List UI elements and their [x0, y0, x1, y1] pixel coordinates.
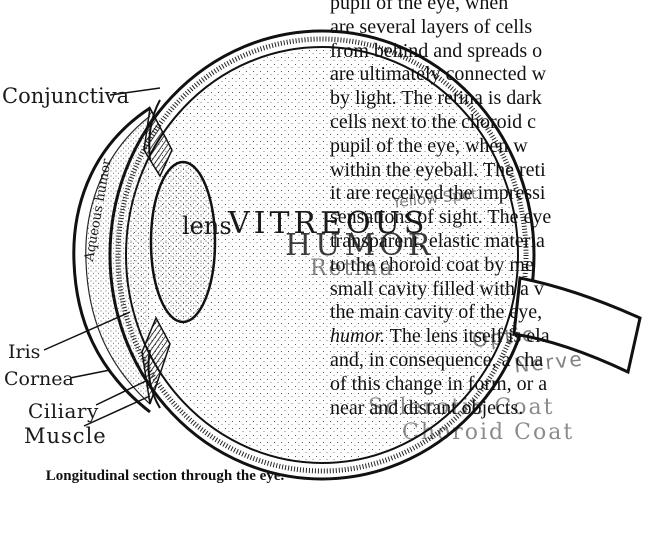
- body-text-line: pupil of the eye, when w: [330, 135, 656, 159]
- body-text-line: are several layers of cells: [330, 16, 656, 40]
- label-iris: Iris: [8, 341, 40, 363]
- body-text-line: cells next to the choroid c: [330, 111, 656, 135]
- lens: [151, 162, 215, 322]
- body-text-line: the main cavity of the eye,: [330, 301, 656, 325]
- figure-caption: Longitudinal section through the eye.: [36, 466, 294, 486]
- body-text-line: pupil of the eye, when: [330, 0, 656, 16]
- body-text-line: near and distant objects.: [330, 397, 656, 421]
- label-cornea: Cornea: [4, 368, 74, 390]
- body-text-line: within the eyeball. The reti: [330, 159, 656, 183]
- body-text-line: transparent, elastic materia: [330, 230, 656, 254]
- body-text-line: sensations of sight. The eye: [330, 206, 656, 230]
- body-text-line: and, in consequence, a cha: [330, 349, 656, 373]
- body-text-fragment: The lens itself is ela: [385, 325, 550, 347]
- body-text-line: small cavity filled with a v: [330, 278, 656, 302]
- label-conjunctiva: Conjunctiva: [2, 84, 129, 108]
- italic-term: humor.: [330, 325, 385, 347]
- body-text-line: are ultimately connected w: [330, 63, 656, 87]
- body-text-line: by light. The retina is dark: [330, 87, 656, 111]
- body-text-column: pupil of the eye, when are several layer…: [330, 0, 656, 420]
- body-text-line: to the choroid coat by me: [330, 254, 656, 278]
- label-ciliary: Ciliary: [28, 399, 99, 423]
- label-muscle: Muscle: [24, 424, 107, 448]
- label-lens: lens: [182, 212, 232, 240]
- body-text-line: from behind and spreads o: [330, 40, 656, 64]
- body-text-line: of this change in form, or a: [330, 373, 656, 397]
- body-text-line: it are received the impressi: [330, 182, 656, 206]
- label-choroid-coat: Choroid Coat: [402, 420, 574, 445]
- body-text-line-italic: humor. The lens itself is ela: [330, 325, 656, 349]
